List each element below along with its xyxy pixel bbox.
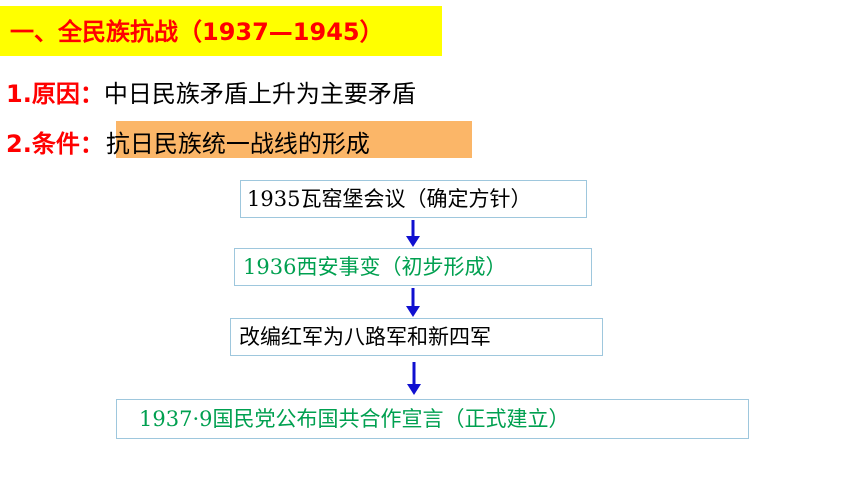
flow-step-1936-xian: 1936西安事变（初步形成）: [234, 248, 592, 286]
title-banner: [0, 6, 442, 56]
page-title: 一、全民族抗战（1937—1945）: [10, 18, 384, 46]
flow-step-army-reorganization: 改编红军为八路军和新四军: [230, 318, 603, 356]
down-arrow-icon: [406, 288, 420, 317]
condition-number: 2.: [6, 130, 32, 158]
reason-line: 1.原因：中日民族矛盾上升为主要矛盾: [6, 74, 416, 109]
flow-step-1935-wayaobao: 1935瓦窑堡会议（确定方针）: [240, 180, 587, 218]
condition-label: 条件：: [31, 130, 104, 158]
flow-step-text: 1936西安事变（初步形成）: [243, 254, 507, 279]
reason-number: 1.: [6, 80, 32, 108]
reason-label: 原因：: [31, 80, 104, 108]
flow-step-text: 1935瓦窑堡会议（确定方针）: [247, 186, 532, 211]
reason-value: 中日民族矛盾上升为主要矛盾: [103, 80, 416, 108]
condition-value: 抗日民族统一战线的形成: [105, 130, 370, 158]
condition-line: 2.条件：抗日民族统一战线的形成: [6, 124, 370, 159]
down-arrow-icon: [407, 362, 421, 395]
down-arrow-icon: [406, 220, 420, 247]
condition-highlight: [116, 121, 472, 158]
flow-step-text: 1937·9国民党公布国共合作宣言（正式建立）: [139, 406, 570, 431]
flow-step-1937-declaration: 1937·9国民党公布国共合作宣言（正式建立）: [116, 399, 749, 439]
flow-step-text: 改编红军为八路军和新四军: [239, 324, 491, 349]
